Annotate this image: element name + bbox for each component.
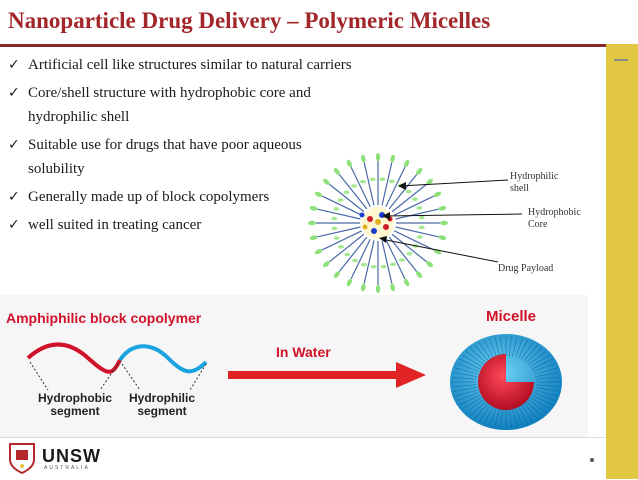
logo-subtext: AUSTRALIA (44, 465, 90, 471)
micelle-sphere (444, 330, 574, 434)
page-indicator-dot (590, 458, 594, 462)
label-line: Hydrophobic (528, 207, 581, 219)
hydrophobic-core-label: Hydrophobic Core (528, 207, 581, 231)
hydrophilic-segment-label: Hydrophilic segment (112, 392, 212, 418)
copolymer-wave (0, 340, 240, 400)
crest-icon (8, 442, 36, 474)
in-water-label: In Water (276, 344, 331, 360)
label-line: Hydrophilic (510, 171, 558, 183)
label-line: Core (528, 219, 581, 231)
drug-payload-label: Drug Payload (498, 263, 553, 275)
hydrophilic-shell-label: Hydrophilic shell (510, 171, 558, 195)
amphiphilic-title: Amphiphilic block copolymer (6, 310, 201, 326)
micelle-label: Micelle (486, 308, 536, 325)
label-line: segment (112, 405, 212, 418)
university-logo: UNSW AUSTRALIA (6, 440, 116, 476)
logo-text: UNSW (42, 446, 101, 467)
arrow-icon (228, 362, 428, 388)
label-line: shell (510, 183, 558, 195)
